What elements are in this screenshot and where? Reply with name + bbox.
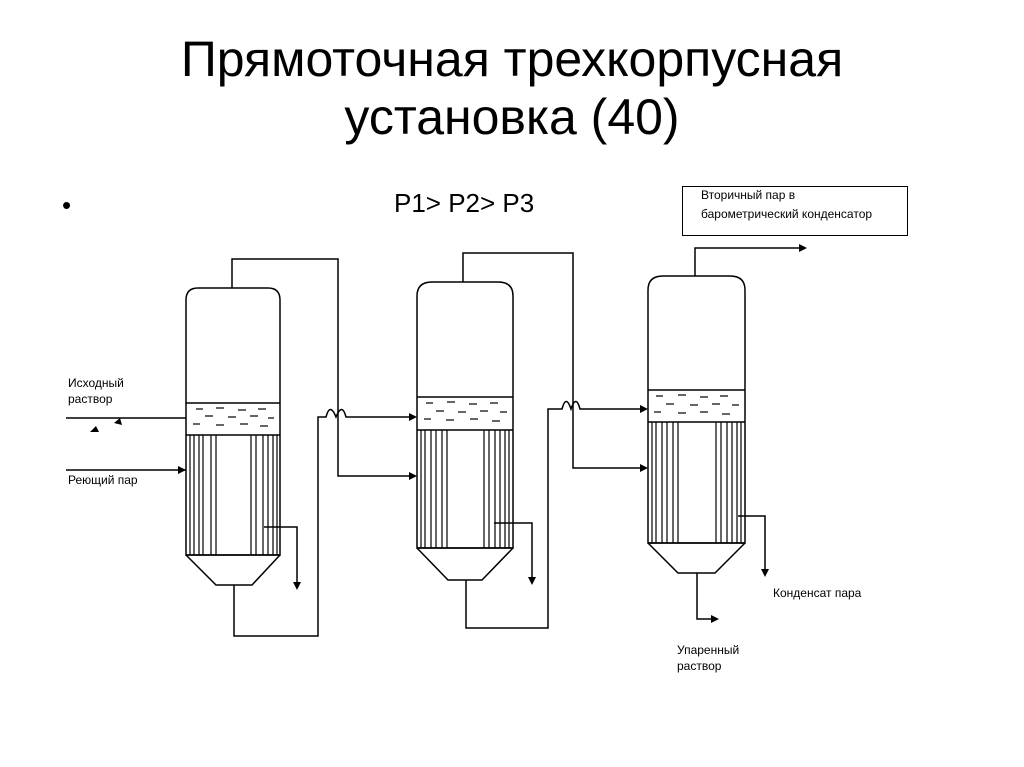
heating-steam-arrow xyxy=(178,466,186,474)
title-line-1: Прямоточная трехкорпусная xyxy=(180,31,844,87)
evaporated-solution-line xyxy=(696,573,712,620)
evaporator-3 xyxy=(647,275,746,574)
steam-condensate-label: Конденсат пара xyxy=(773,586,862,600)
evaporator-2-shell xyxy=(416,281,514,549)
evaporator-1-bottom-cone xyxy=(185,554,281,586)
secondary-vapor-box: Вторичный пар в барометрический конденса… xyxy=(682,186,908,236)
feed-solution-label: Исходный раствор xyxy=(68,375,124,407)
evaporator-1-shell xyxy=(185,287,281,556)
solution-transfer-1-2 xyxy=(233,408,411,637)
secondary-vapor-to-condenser xyxy=(694,247,800,276)
evaporator-3-shell xyxy=(647,275,746,544)
title-line-2: установка (40) xyxy=(344,89,680,145)
secondary-vapor-1-2 xyxy=(231,258,411,477)
evaporated-solution-label-line-1: Упаренный xyxy=(677,643,740,657)
bullet-point: • xyxy=(62,190,72,220)
feed-solution-label-line-2: раствор xyxy=(68,392,113,406)
evaporated-solution-label-line-2: раствор xyxy=(677,659,722,673)
condensate-line-1 xyxy=(264,526,298,583)
condensate-line-2 xyxy=(494,522,533,578)
evaporator-1 xyxy=(185,287,281,586)
evaporator-2 xyxy=(416,281,514,581)
evaporator-2-bottom-cone xyxy=(416,547,514,581)
condensate-line-3 xyxy=(738,515,766,570)
evaporated-solution-label: Упаренный раствор xyxy=(677,642,739,674)
heating-steam-label: Реющий пар xyxy=(68,473,138,487)
secondary-vapor-label-line-2: барометрический конденсатор xyxy=(701,207,873,221)
solution-transfer-2-3 xyxy=(465,400,642,629)
pressure-relation: P1> P2> P3 xyxy=(394,188,535,218)
feed-solution-label-line-1: Исходный xyxy=(68,376,124,390)
evaporator-3-bottom-cone xyxy=(647,542,746,574)
secondary-vapor-label-line-1: Вторичный пар в xyxy=(701,188,796,202)
secondary-vapor-2-3 xyxy=(462,252,642,469)
slide-title: Прямоточная трехкорпусная установка (40) xyxy=(0,30,1024,146)
